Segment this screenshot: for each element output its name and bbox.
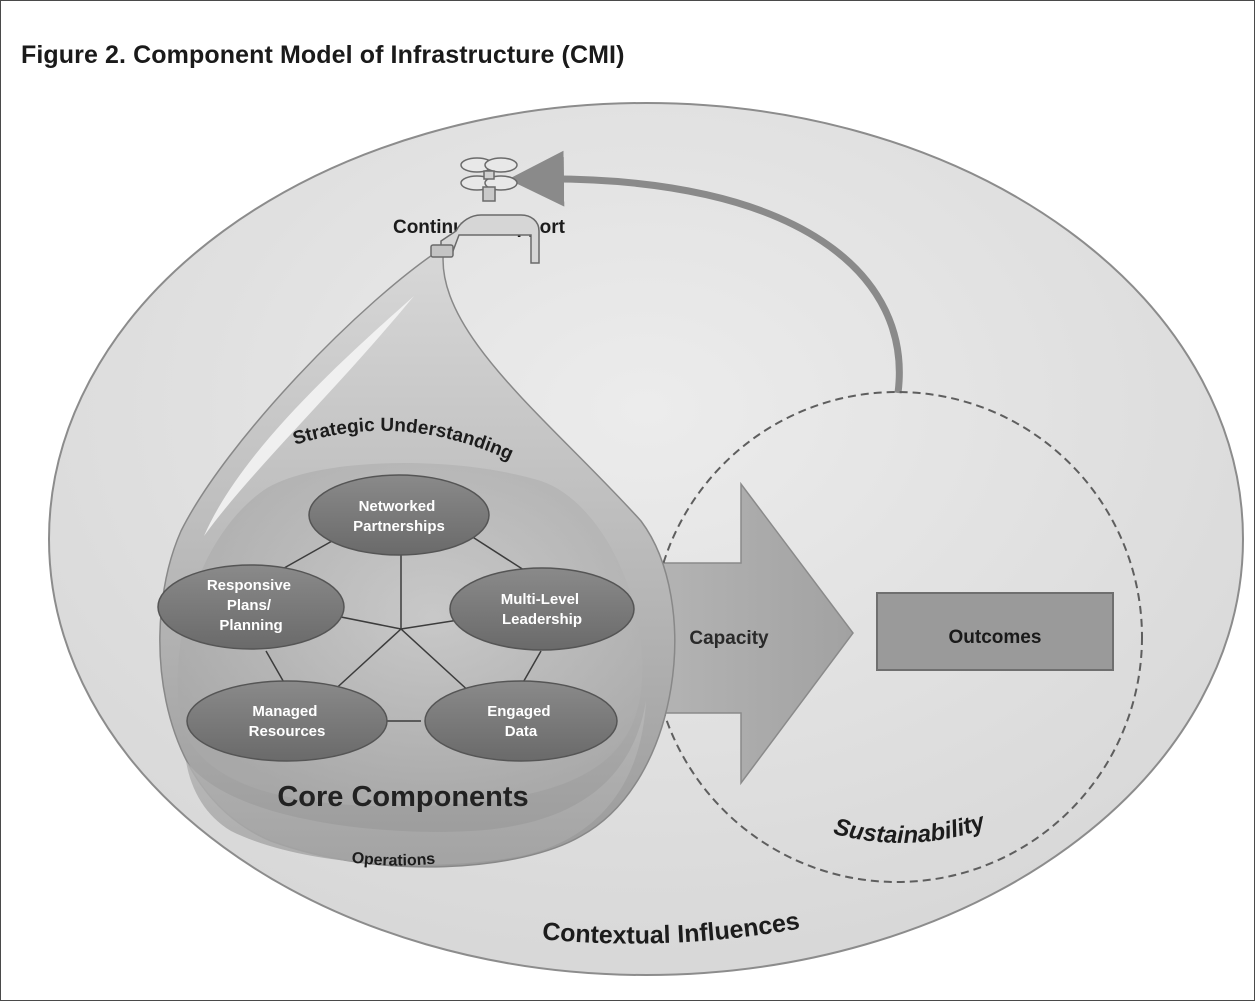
operations-band (186, 701, 646, 865)
node-engaged-data (424, 680, 618, 762)
label-responsive-planning: Responsive Plans/ Planning (207, 577, 295, 634)
node-networked-partnerships (308, 474, 490, 556)
label-operations: Operations (351, 850, 436, 870)
label-networked-partnerships: Networked Partnerships (353, 498, 445, 535)
label-engaged-data: Engaged Data (487, 703, 555, 740)
node-responsive-planning (157, 564, 345, 650)
label-outcomes: Outcomes (949, 627, 1042, 648)
droplet-highlight (204, 296, 414, 536)
node-managed-resources (186, 680, 388, 762)
outcomes-box (876, 592, 1114, 671)
label-core-components: Core Components (277, 781, 528, 813)
label-managed-resources: Managed Resources (249, 703, 326, 740)
label-capacity: Capacity (689, 628, 769, 649)
figure-title: Figure 2. Component Model of Infrastruct… (21, 41, 625, 69)
node-multilevel-leadership (449, 567, 635, 651)
faucet-icon (430, 157, 540, 264)
feedback-arrow (508, 150, 903, 394)
label-multilevel-leadership: Multi-Level Leadership (501, 591, 584, 628)
